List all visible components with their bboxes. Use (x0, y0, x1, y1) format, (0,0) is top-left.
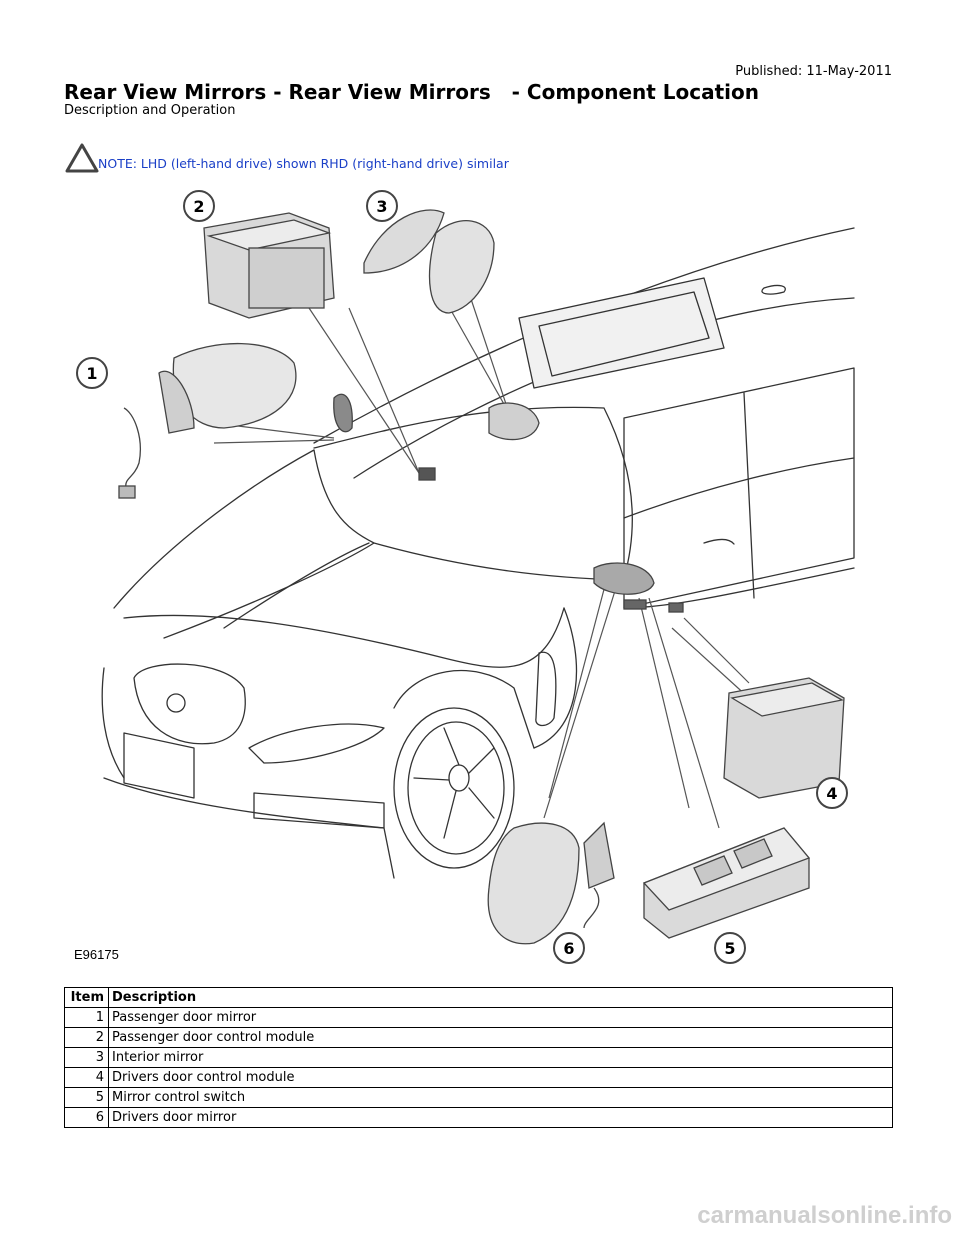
item-description: Passenger door mirror (108, 1007, 893, 1028)
svg-text:2: 2 (193, 197, 204, 216)
table-header-row: Item Description (64, 987, 893, 1008)
column-header-description: Description (108, 987, 893, 1008)
component-table: Item Description 1 Passenger door mirror… (64, 987, 893, 1128)
svg-text:4: 4 (826, 784, 837, 803)
vehicle-illustration: 1 2 3 4 5 6 (76, 190, 855, 964)
page-title: Rear View Mirrors - Rear View Mirrors - … (64, 80, 760, 104)
interior-mirror-part (363, 209, 540, 441)
figure-id: E96175 (74, 947, 119, 962)
table-row: 6 Drivers door mirror (64, 1107, 893, 1128)
table-row: 4 Drivers door control module (64, 1067, 893, 1088)
callout-5: 5 (714, 932, 746, 964)
warning-triangle-icon (64, 142, 100, 174)
callout-4: 4 (816, 777, 848, 809)
item-description: Drivers door mirror (108, 1107, 893, 1128)
item-number: 5 (64, 1087, 109, 1108)
item-number: 2 (64, 1027, 109, 1048)
item-number: 3 (64, 1047, 109, 1068)
table-row: 5 Mirror control switch (64, 1087, 893, 1108)
svg-text:1: 1 (86, 364, 97, 383)
drivers-door-mirror-part (487, 562, 655, 945)
note-text: NOTE: LHD (left-hand drive) shown RHD (r… (98, 156, 509, 171)
watermark: carmanualsonline.info (697, 1202, 952, 1229)
published-date: Published: 11-May-2011 (735, 64, 892, 79)
callout-1: 1 (76, 357, 108, 389)
item-number: 6 (64, 1107, 109, 1128)
callout-2: 2 (183, 190, 215, 222)
svg-text:3: 3 (376, 197, 387, 216)
item-description: Passenger door control module (108, 1027, 893, 1048)
item-description: Interior mirror (108, 1047, 893, 1068)
table-row: 1 Passenger door mirror (64, 1007, 893, 1028)
page-subtitle: Description and Operation (64, 103, 236, 118)
svg-text:6: 6 (563, 939, 574, 958)
table-row: 3 Interior mirror (64, 1047, 893, 1068)
svg-text:5: 5 (724, 939, 735, 958)
item-description: Mirror control switch (108, 1087, 893, 1108)
passenger-door-mirror-part (118, 342, 353, 499)
column-header-item: Item (64, 987, 109, 1008)
callout-3: 3 (366, 190, 398, 222)
passenger-door-control-module-part (203, 212, 436, 481)
item-description: Drivers door control module (108, 1067, 893, 1088)
mirror-control-switch-part (623, 599, 811, 939)
item-number: 1 (64, 1007, 109, 1028)
item-number: 4 (64, 1067, 109, 1088)
table-row: 2 Passenger door control module (64, 1027, 893, 1048)
drivers-door-control-module-part (668, 602, 845, 799)
note: NOTE: LHD (left-hand drive) shown RHD (r… (64, 138, 509, 174)
callout-6: 6 (553, 932, 585, 964)
component-location-figure: 1 2 3 4 5 6 E96175 (64, 188, 894, 968)
